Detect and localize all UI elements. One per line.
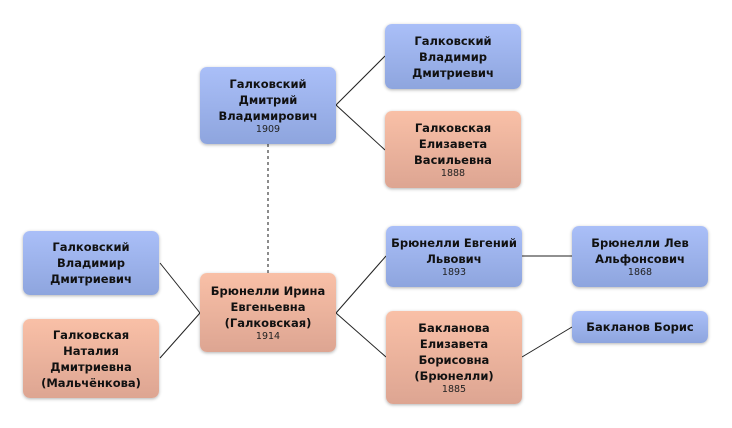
person-year: 1868 bbox=[627, 266, 653, 278]
person-name: Брюнелли Лев Альфонсович bbox=[591, 235, 689, 266]
connector-baklanova-boris bbox=[521, 326, 573, 358]
person-card-baklanova[interactable]: Бакланова Елизавета Борисовна (Брюнелли)… bbox=[386, 311, 522, 404]
person-card-vladimir-left[interactable]: Галковский Владимир Дмитриевич bbox=[23, 231, 159, 295]
person-year: 1893 bbox=[441, 266, 467, 278]
connector-irina-baklanova bbox=[335, 312, 387, 358]
person-name: Галковский Владимир Дмитриевич bbox=[412, 33, 494, 80]
person-card-natalia[interactable]: Галковская Наталия Дмитриевна (Мальчёнко… bbox=[23, 319, 159, 398]
person-card-dmitry[interactable]: Галковский Дмитрий Владимирович 1909 bbox=[200, 67, 336, 144]
person-card-boris[interactable]: Бакланов Борис bbox=[572, 311, 708, 343]
person-name: Галковская Наталия Дмитриевна (Мальчёнко… bbox=[41, 327, 141, 390]
person-name: Бакланов Борис bbox=[586, 320, 694, 334]
connector-irina-vladimir-left bbox=[159, 262, 201, 314]
connector-dmitry-elizaveta bbox=[335, 104, 386, 151]
connector-irina-evgeny bbox=[335, 255, 387, 314]
person-name: Галковский Дмитрий Владимирович bbox=[218, 76, 318, 123]
person-year: 1888 bbox=[440, 167, 466, 179]
person-name: Галковская Елизавета Васильевна bbox=[414, 120, 492, 167]
person-year: 1885 bbox=[441, 383, 467, 395]
person-name: Брюнелли Евгений Львович bbox=[391, 235, 517, 266]
person-name: Брюнелли Ирина Евгеньевна (Галковская) bbox=[210, 283, 326, 330]
person-card-lev[interactable]: Брюнелли Лев Альфонсович 1868 bbox=[572, 226, 708, 287]
person-card-evgeny[interactable]: Брюнелли Евгений Львович 1893 bbox=[386, 226, 522, 287]
connector-dmitry-vladimir bbox=[335, 55, 386, 106]
person-name: Галковский Владимир Дмитриевич bbox=[50, 240, 132, 286]
person-card-irina[interactable]: Брюнелли Ирина Евгеньевна (Галковская) 1… bbox=[200, 273, 336, 352]
person-year: 1909 bbox=[255, 123, 281, 135]
person-year: 1914 bbox=[255, 330, 281, 342]
person-card-elizaveta-v[interactable]: Галковская Елизавета Васильевна 1888 bbox=[385, 111, 521, 188]
connector-irina-natalia bbox=[159, 312, 201, 359]
person-name: Бакланова Елизавета Борисовна (Брюнелли) bbox=[414, 320, 494, 383]
person-card-vladimir-top[interactable]: Галковский Владимир Дмитриевич bbox=[385, 24, 521, 89]
